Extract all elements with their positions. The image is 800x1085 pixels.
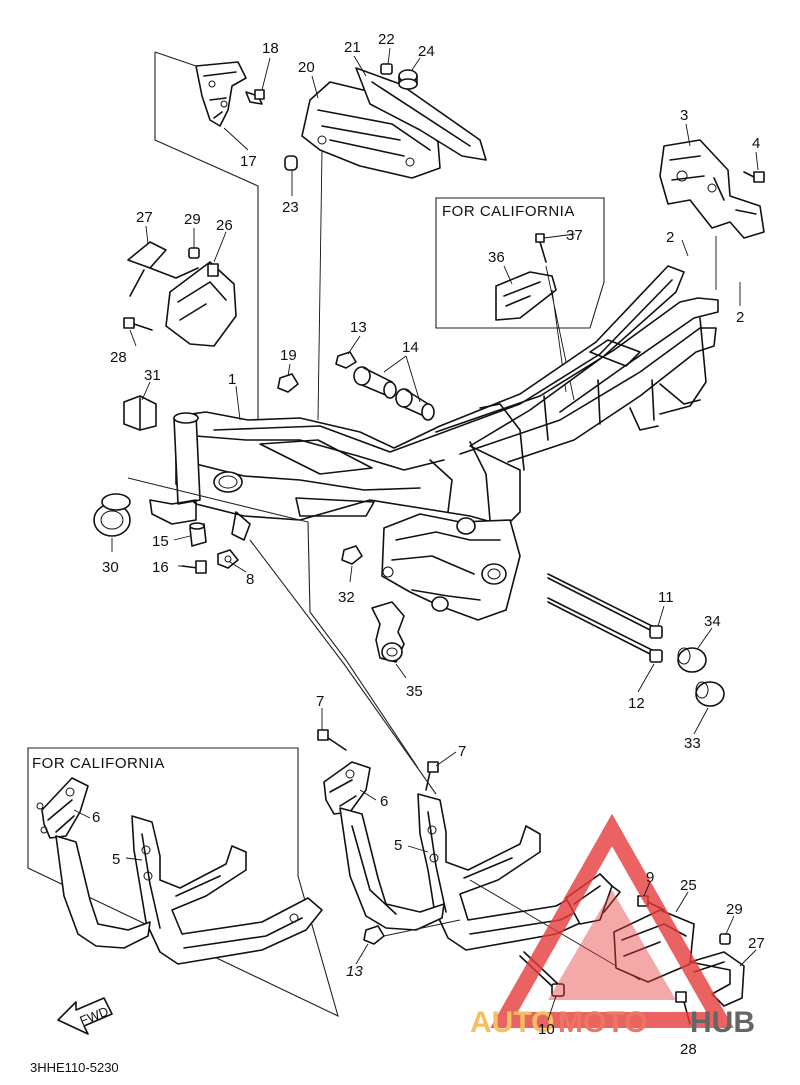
callout-35: 35 (406, 683, 423, 700)
cap-34 (677, 647, 707, 673)
watermark-hub: HUB (690, 1006, 755, 1039)
california-box-bottom-label: FOR CALIFORNIA (32, 755, 165, 772)
callout-26: 26 (216, 217, 233, 234)
callout-32: 32 (338, 589, 355, 606)
callout-21: 21 (344, 39, 361, 56)
bolt-28-top (123, 317, 153, 331)
nut-32 (341, 545, 363, 565)
battery-box-26 (165, 261, 237, 347)
cover-20 (301, 81, 441, 179)
nut-13 (335, 351, 357, 369)
watermark: AUTO MOTO HUB (470, 813, 755, 1039)
callout-13b: 13 (346, 963, 363, 980)
callout-19: 19 (280, 347, 297, 364)
callout-11: 11 (658, 589, 674, 606)
nut-22 (380, 63, 393, 75)
watermark-auto: AUTO (470, 1006, 554, 1039)
callout-5a: 5 (394, 837, 402, 854)
watermark-triangle-icon (490, 813, 734, 1028)
nut-29-top (188, 247, 200, 259)
callout-27b: 27 (748, 935, 765, 952)
bracket-6-center (323, 761, 371, 815)
collar-24 (398, 69, 418, 90)
bracket-3 (659, 139, 765, 239)
callout-10: 10 (538, 1021, 555, 1038)
callout-23: 23 (282, 199, 299, 216)
callout-25: 25 (680, 877, 697, 894)
cap-33 (695, 681, 725, 707)
callout-1: 1 (228, 371, 236, 388)
nut-29-lower (719, 933, 731, 945)
callout-9: 9 (646, 869, 654, 886)
callout-28b: 28 (680, 1041, 697, 1058)
bracket-17 (195, 61, 247, 127)
california-box-top: FOR CALIFORNIA (435, 197, 605, 329)
callout-2b: 2 (736, 309, 744, 326)
bracket-6-california (36, 777, 89, 839)
canister-bracket-36 (495, 271, 557, 321)
diagram-code: 3HHE110-5230 (30, 1060, 119, 1075)
damper-23 (284, 155, 298, 171)
cap-31 (123, 395, 157, 431)
bolt-16 (181, 560, 207, 574)
watermark-inner-triangle-icon (548, 890, 676, 1000)
callout-8: 8 (246, 571, 254, 588)
nut-13-lower (363, 925, 385, 945)
main-frame-1 (149, 265, 719, 621)
leader-lines (73, 47, 759, 1021)
callout-14: 14 (402, 339, 419, 356)
callout-6b: 6 (92, 809, 100, 826)
bolt-18 (245, 89, 265, 105)
bolt-7-center-a (317, 729, 347, 751)
callout-6a: 6 (380, 793, 388, 810)
grommet-30 (93, 493, 131, 537)
fwd-arrow: FWD (57, 997, 113, 1035)
callout-29a: 29 (184, 211, 201, 228)
callout-15: 15 (152, 533, 169, 550)
callout-18: 18 (262, 40, 279, 57)
callout-27a: 27 (136, 209, 153, 226)
subframe-5-california (55, 815, 323, 965)
callout-5b: 5 (112, 851, 120, 868)
callout-30: 30 (102, 559, 119, 576)
callout-7b: 7 (458, 743, 466, 760)
callout-12: 12 (628, 695, 645, 712)
callout-24: 24 (418, 43, 435, 60)
callout-2a: 2 (666, 229, 674, 246)
long-bolt-12 (547, 597, 663, 663)
nut-19 (277, 373, 299, 393)
callout-4: 4 (752, 135, 760, 152)
callout-31: 31 (144, 367, 161, 384)
callout-34: 34 (704, 613, 721, 630)
callout-36: 36 (488, 249, 505, 266)
callout-3: 3 (680, 107, 688, 124)
callout-20: 20 (298, 59, 315, 76)
long-bolt-11 (547, 573, 663, 639)
callout-7a: 7 (316, 693, 324, 710)
strap-27-top (127, 241, 199, 297)
callout-28a: 28 (110, 349, 127, 366)
subframe-5-center (339, 793, 621, 951)
callout-16: 16 (152, 559, 169, 576)
callout-13a: 13 (350, 319, 367, 336)
california-box-bottom: FOR CALIFORNIA (27, 747, 339, 1018)
callout-17: 17 (240, 153, 257, 170)
bolt-7-center-b (425, 761, 439, 791)
callout-numbers: 18 17 21 22 24 20 23 3 4 2 2 37 36 27 29… (92, 31, 765, 1058)
callout-33: 33 (684, 735, 701, 752)
plate-21 (355, 67, 487, 161)
engine-bracket-35 (371, 601, 405, 663)
callout-37: 37 (566, 227, 583, 244)
callout-29b: 29 (726, 901, 743, 918)
nut-26 (207, 263, 219, 277)
bolt-4 (743, 171, 765, 183)
watermark-moto: MOTO (558, 1006, 647, 1039)
bushing-14 (353, 366, 435, 421)
collar-15 (189, 522, 207, 547)
callout-22: 22 (378, 31, 395, 48)
california-box-top-label: FOR CALIFORNIA (442, 203, 575, 220)
